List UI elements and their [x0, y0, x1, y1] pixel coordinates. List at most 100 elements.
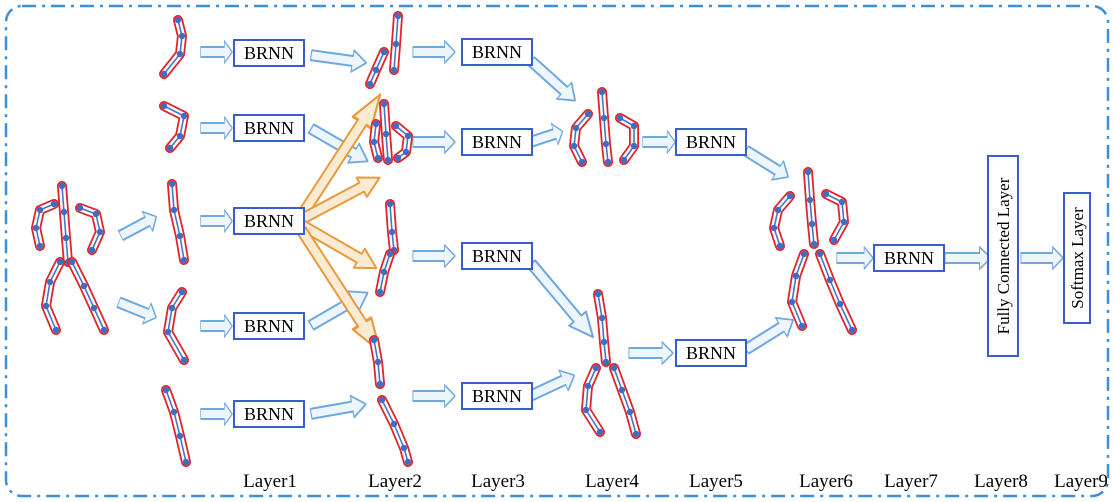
joint-dot [630, 122, 638, 130]
joint-dot [584, 382, 592, 390]
joint-dot [382, 130, 390, 138]
skeleton-limb-l2-row5-torso [369, 335, 385, 389]
skeleton-limb-input-torso [57, 181, 73, 267]
arrow-input-to-legs [113, 291, 162, 329]
brnn-label: BRNN [244, 211, 294, 231]
joint-dot [168, 304, 176, 312]
arrow-brnn1-to-l2-row1 [308, 43, 369, 75]
joint-dot [838, 198, 846, 206]
joint-dot [56, 258, 64, 266]
joint-dot [392, 122, 400, 130]
arrow-brnn7-to-fc [944, 246, 993, 270]
joint-dot [618, 386, 626, 394]
layer-label-4: Layer4 [585, 471, 639, 492]
joint-dot [176, 50, 184, 58]
joint-dot [372, 120, 380, 128]
joint-dot [786, 192, 794, 200]
joint-dot [164, 328, 172, 336]
arrow-brnn5-top-to-l6 [739, 140, 795, 188]
joint-dot [376, 380, 384, 388]
joint-dot [816, 250, 824, 258]
joint-dot [596, 428, 604, 436]
joint-dot [384, 156, 392, 164]
joint-dot [372, 66, 380, 74]
skeleton-limb-l2-row5-leg [377, 395, 413, 467]
joint-dot [366, 80, 374, 88]
limb-bone [79, 207, 101, 251]
limb-bone [35, 203, 55, 247]
skeleton-limb-l2-row2-arm-b [369, 119, 383, 163]
fully-connected-layer: Fully Connected Layer [987, 155, 1019, 357]
skeleton-limb-input-right-arm [75, 203, 105, 255]
limb-bone [61, 185, 69, 263]
brnn-label: BRNN [244, 43, 294, 63]
skeleton-limb-l4-right-leg [609, 363, 641, 439]
brnn-label: BRNN [686, 132, 736, 152]
joint-dot [822, 190, 830, 198]
joint-dot [176, 432, 184, 440]
arrow-l2-to-brnn3-row2 [412, 130, 456, 154]
limb-bone [381, 399, 409, 463]
joint-dot [58, 182, 66, 190]
joint-dot [380, 268, 388, 276]
joint-dot [598, 88, 606, 96]
joint-dot [404, 132, 412, 140]
limb-bone [791, 253, 805, 327]
joint-dot [602, 358, 610, 366]
joint-dot [798, 322, 806, 330]
joint-dot [626, 408, 634, 416]
layer-label-6: Layer6 [799, 471, 853, 492]
arrow-l2-to-brnn3-row3 [412, 244, 456, 268]
layer-label-8: Layer8 [974, 471, 1028, 492]
joint-dot [808, 220, 816, 228]
joint-dot [810, 240, 818, 248]
joint-dot [800, 250, 808, 258]
arrow-l1-row5 [200, 402, 234, 426]
arrow-fc-to-softmax [1020, 246, 1064, 270]
limb-bone [163, 19, 183, 75]
joint-dot [598, 314, 606, 322]
joint-dot [386, 250, 394, 258]
skeleton-limb-l4-left-arm [569, 109, 593, 167]
layer-label-2: Layer2 [368, 471, 422, 492]
arrow-brnn5-to-l2-row5 [308, 392, 369, 426]
brnn-layer1-row3: BRNN [233, 207, 305, 235]
joint-dot [572, 124, 580, 132]
joint-dot [788, 298, 796, 306]
skeleton-limb-l4-right-arm [615, 113, 639, 165]
joint-dot [374, 154, 382, 162]
joint-dot [166, 144, 174, 152]
brnn-layer3-row3: BRNN [461, 242, 533, 270]
skeleton-limb-l2-row1-arm-b [365, 47, 389, 89]
skeleton-limb-input-left-leg [41, 257, 65, 335]
joint-dot [570, 142, 578, 150]
brnn-layer5-top: BRNN [675, 128, 747, 156]
skeleton-limb-l6-left-leg [787, 249, 809, 331]
layer-label-row: Layer1 Layer2 Layer3 Layer4 Layer5 Layer… [243, 471, 1108, 492]
layer-label-3: Layer3 [471, 471, 525, 492]
joint-dot [394, 12, 402, 20]
skeleton-limb-l1-row3-torso [167, 179, 189, 265]
joint-dot [632, 430, 640, 438]
skeleton-limb-input-left-arm [31, 199, 59, 251]
joint-dot [390, 420, 398, 428]
skeleton-limb-l6-right-arm [821, 189, 849, 245]
limb-bone [825, 193, 845, 241]
joint-dot [386, 200, 394, 208]
brnn-label: BRNN [244, 316, 294, 336]
skeleton-limb-l4-left-leg [581, 363, 605, 437]
limb-bone [807, 171, 815, 245]
joint-dot [600, 338, 608, 346]
arrow-brnn3-row3-to-l4 [521, 255, 603, 346]
limb-bone [395, 125, 409, 159]
joint-dot [174, 16, 182, 24]
skeleton-limb-l1-row1-arm [159, 15, 187, 79]
limb-bone [573, 113, 589, 163]
skeleton-parts [31, 11, 857, 467]
limb-bone [165, 389, 187, 463]
skeleton-limb-l4-torso-top [597, 87, 613, 167]
limb-bone [171, 183, 185, 261]
diagram-frame [4, 4, 1110, 498]
joint-dot [182, 458, 190, 466]
joint-dot [400, 444, 408, 452]
